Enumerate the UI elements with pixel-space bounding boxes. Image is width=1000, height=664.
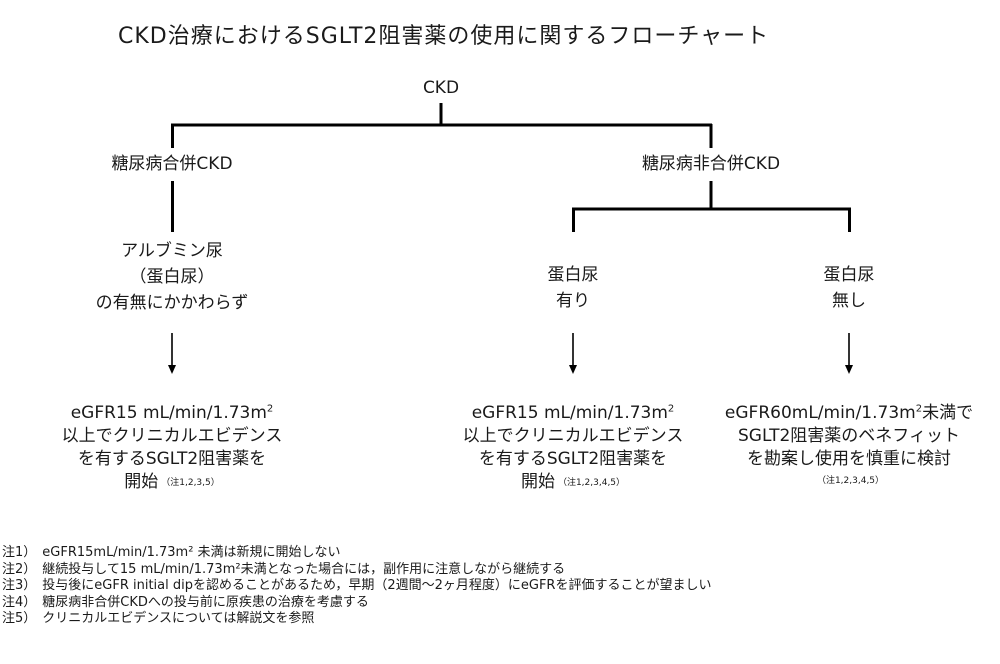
egfr-threshold: eGFR60mL/min/1.73m [724, 403, 916, 423]
condition-albuminuria-any: アルブミン尿 （蛋白尿） の有無にかかわらず [72, 238, 272, 316]
outcome-line4: 開始（注1,2,3,5） [32, 471, 312, 494]
footnote-label: 注2） [2, 561, 37, 577]
root-node: CKD [411, 77, 471, 100]
footnote-text: 投与後にeGFR initial dipを認めることがあるため，早期（2週間〜2… [42, 578, 712, 594]
outcome-line1: eGFR15 mL/min/1.73m2 [32, 402, 312, 425]
footnote-ref: （注1,2,3,4,5） [816, 476, 885, 486]
condition-line: アルブミン尿 [121, 241, 223, 261]
outcome-consider-sglt2: eGFR60mL/min/1.73m2未満で SGLT2阻害薬のベネフィット を… [709, 402, 989, 486]
footnote-item: 注4） 糖尿病非合併CKDへの投与前に原疾患の治療を考慮する [2, 595, 711, 612]
footnote-label: 注1） [2, 545, 37, 560]
outcome-line1: eGFR60mL/min/1.73m2未満で [709, 402, 989, 425]
branch-nondiabetic-ckd: 糖尿病非合併CKD [601, 153, 821, 176]
footnote-ref: （注1,2,3,5） [161, 478, 220, 488]
footnote-item: 注2） 継続投与して15 mL/min/1.73m²未満となった場合には，副作用に… [2, 562, 711, 579]
branch-diabetic-ckd: 糖尿病合併CKD [72, 153, 272, 176]
superscript: 2 [266, 403, 274, 415]
outcome-line3: を有するSGLT2阻害薬を [77, 449, 267, 469]
outcome-action: 開始 [124, 472, 159, 492]
arrow-left-head [168, 365, 176, 374]
outcome-action: 開始 [520, 472, 555, 492]
root-label: CKD [422, 78, 460, 98]
footnote-item: 注1） eGFR15mL/min/1.73m² 未満は新規に開始しない [2, 545, 711, 562]
outcome-line4: （注1,2,3,4,5） [709, 471, 989, 486]
footnotes: 注1） eGFR15mL/min/1.73m² 未満は新規に開始しない 注2） 継続… [2, 545, 711, 628]
branch-label: 糖尿病合併CKD [111, 154, 233, 174]
footnote-ref: （注1,2,3,4,5） [557, 478, 626, 488]
condition-line: （蛋白尿） [129, 267, 215, 287]
outcome-line2: 以上でクリニカルエビデンス [462, 426, 684, 446]
outcome-line2: 以上でクリニカルエビデンス [61, 426, 283, 446]
outcome-line3: を勘案し使用を慎重に検討 [747, 449, 951, 469]
footnote-label: 注3） [2, 578, 37, 594]
footnote-text: クリニカルエビデンスについては解説文を参照 [42, 611, 315, 627]
footnote-label: 注4） [2, 594, 37, 610]
condition-line: の有無にかかわらず [95, 293, 249, 313]
condition-proteinuria-absent: 蛋白尿 無し [789, 262, 909, 314]
arrow-mid-head [569, 365, 577, 374]
condition-proteinuria-present: 蛋白尿 有り [513, 262, 633, 314]
egfr-threshold: eGFR15 mL/min/1.73m [471, 403, 668, 423]
superscript: 2 [667, 403, 675, 415]
condition-line: 無し [832, 291, 866, 311]
footnote-item: 注3） 投与後にeGFR initial dipを認めることがあるため，早期（2週… [2, 578, 711, 595]
condition-line: 蛋白尿 [823, 265, 875, 285]
outcome-line2: SGLT2阻害薬のベネフィット [738, 426, 960, 446]
threshold-tail: 未満で [922, 403, 974, 423]
outcome-line4: 開始（注1,2,3,4,5） [433, 471, 713, 494]
footnote-text: 糖尿病非合併CKDへの投与前に原疾患の治療を考慮する [42, 594, 369, 610]
condition-line: 有り [556, 291, 590, 311]
footnote-text: 継続投与して15 mL/min/1.73m²未満となった場合には，副作用に注意し… [42, 561, 566, 577]
footnote-item: 注5） クリニカルエビデンスについては解説文を参照 [2, 611, 711, 628]
superscript: 2 [915, 403, 923, 415]
egfr-threshold: eGFR15 mL/min/1.73m [70, 403, 267, 423]
arrow-far-head [845, 365, 853, 374]
outcome-line1: eGFR15 mL/min/1.73m2 [433, 402, 713, 425]
outcome-start-sglt2-diabetic: eGFR15 mL/min/1.73m2 以上でクリニカルエビデンス を有するS… [32, 402, 312, 494]
footnote-text: eGFR15mL/min/1.73m² 未満は新規に開始しない [42, 545, 341, 560]
footnote-label: 注5） [2, 611, 37, 627]
page-title: CKD治療におけるSGLT2阻害薬の使用に関するフローチャート [118, 24, 770, 49]
condition-line: 蛋白尿 [547, 265, 599, 285]
outcome-line3: を有するSGLT2阻害薬を [478, 449, 668, 469]
outcome-start-sglt2-nondiabetic: eGFR15 mL/min/1.73m2 以上でクリニカルエビデンス を有するS… [433, 402, 713, 494]
branch-label: 糖尿病非合併CKD [641, 154, 781, 174]
